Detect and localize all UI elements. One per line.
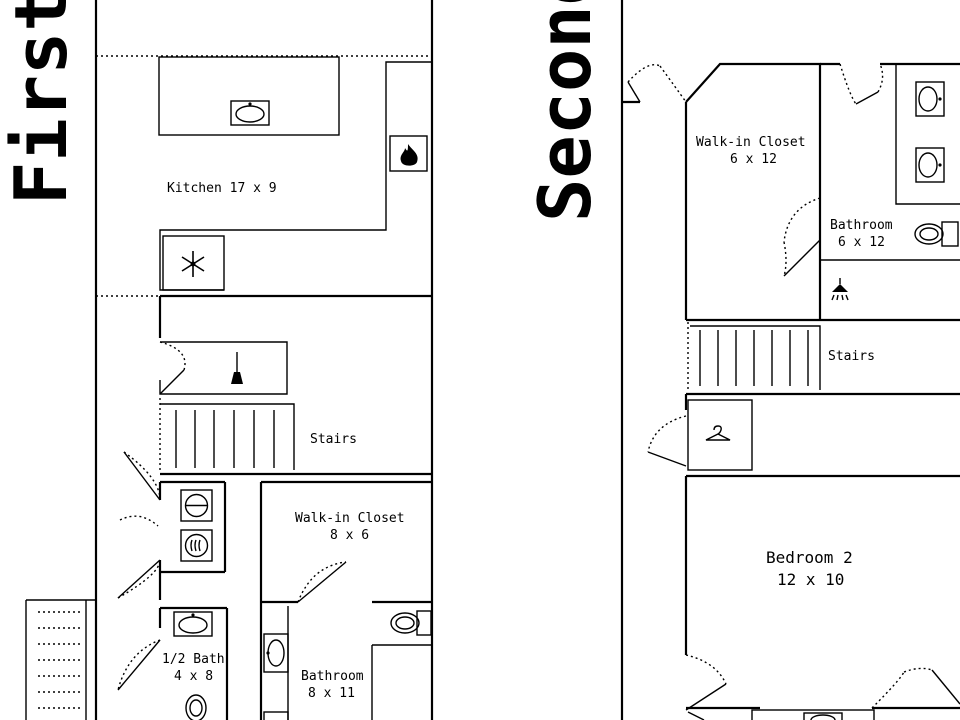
kitchen-island	[158, 56, 340, 136]
first-floor-plan: Kitchen 17 x 9 Stairs	[25, 0, 434, 720]
toilet-icon	[390, 610, 432, 636]
bedroom2-size: 12 x 10	[777, 570, 844, 589]
sink-icon	[173, 611, 213, 637]
walkin-second-size: 6 x 12	[730, 152, 777, 167]
second-floor-plan: Walk-in Closet 6 x 12 Bathroom 6 x 12	[620, 0, 960, 720]
stairs-first	[159, 398, 295, 470]
entry-steps	[25, 599, 96, 720]
first-floor-title: First	[0, 0, 83, 205]
shower-icon	[831, 278, 849, 301]
bath-second-label: Bathroom	[830, 218, 893, 233]
sink-icon	[230, 100, 270, 126]
sink-icon	[915, 81, 945, 117]
sink-icon	[803, 712, 843, 720]
bath-second-size: 6 x 12	[838, 235, 885, 250]
flame-icon	[389, 135, 428, 172]
sink-icon	[263, 606, 289, 720]
halfbath-label: 1/2 Bath	[162, 652, 225, 667]
walkin-second-label: Walk-in Closet	[696, 135, 806, 150]
stairs-second-label: Stairs	[828, 349, 875, 364]
snowflake-icon	[162, 235, 225, 291]
washer-icon	[180, 489, 213, 522]
walkin-first-label: Walk-in Closet	[295, 511, 405, 526]
bath-first-label: Bathroom	[301, 669, 364, 684]
toilet-icon	[185, 694, 207, 720]
stairs-first-label: Stairs	[310, 432, 357, 447]
hanger-icon	[705, 425, 731, 441]
stairs-second	[687, 322, 821, 390]
kitchen-label: Kitchen 17 x 9	[167, 181, 277, 196]
halfbath-size: 4 x 8	[174, 669, 213, 684]
broom-icon	[231, 352, 243, 384]
walkin-first-size: 8 x 6	[330, 528, 369, 543]
bedroom2-label: Bedroom 2	[766, 548, 853, 567]
second-floor-title: Second	[523, 0, 607, 222]
toilet-icon	[914, 221, 959, 247]
bath-first-size: 8 x 11	[308, 686, 355, 701]
dryer-icon	[180, 529, 213, 562]
sink-icon	[915, 147, 945, 183]
